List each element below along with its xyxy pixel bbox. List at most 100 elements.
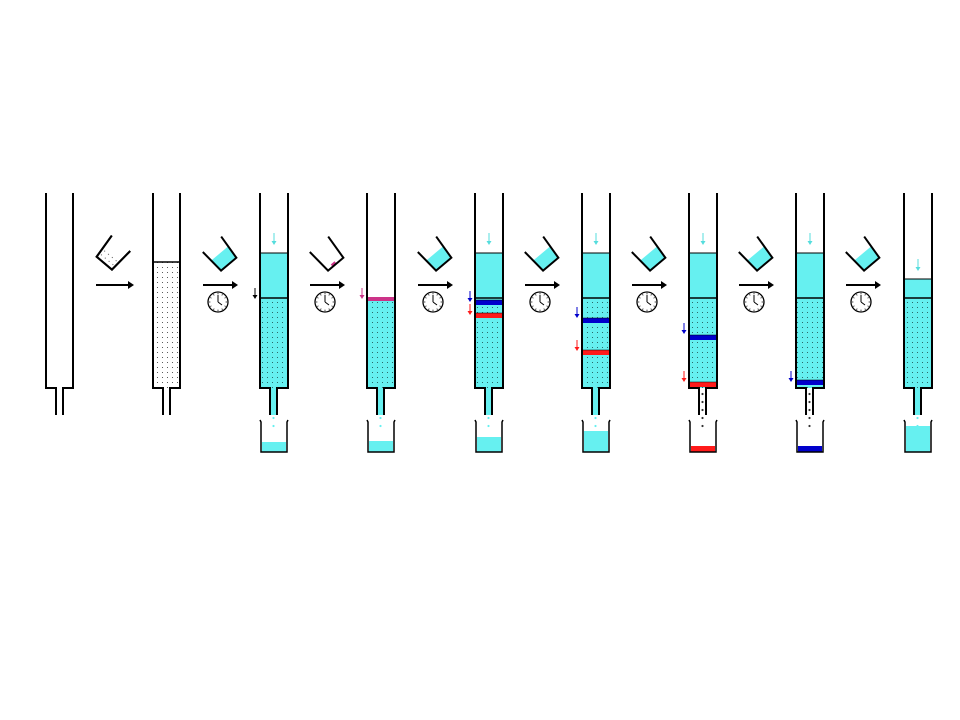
collection-beaker-icon [688, 419, 718, 453]
blue-band [475, 300, 503, 305]
drip-drop [594, 400, 597, 404]
band-movement-arrowhead [467, 311, 473, 315]
solvent-flow-arrowhead [271, 241, 277, 245]
beaker-pour-solvent-icon [845, 235, 881, 272]
pour-beaker-outline [738, 235, 774, 272]
solvent-flow-arrowhead [593, 241, 599, 245]
column-outline [688, 193, 718, 415]
beaker-outline [474, 419, 504, 453]
beaker-liquid [906, 426, 930, 452]
drip-drop [808, 392, 811, 396]
pour-liquid [639, 246, 666, 271]
beaker-pour-powder-icon [95, 234, 131, 271]
drip-drop [487, 400, 490, 404]
drip-drop [487, 424, 490, 428]
beaker-liquid [477, 437, 501, 452]
drip-drop [379, 408, 382, 412]
drip-drop [487, 408, 490, 412]
column-outline [795, 193, 825, 415]
drip-drop [379, 400, 382, 404]
band-movement-arrowhead [681, 378, 687, 382]
solvent-layer [689, 253, 717, 298]
solvent-layer [904, 279, 932, 298]
blue-band [582, 318, 610, 323]
pour-beaker-outline [202, 235, 238, 272]
drip-drop [594, 408, 597, 412]
drip-drop [916, 416, 919, 420]
band-movement-arrowhead [574, 314, 580, 318]
drip-drop [808, 424, 811, 428]
red-band [582, 350, 610, 355]
solvent-flow-arrowhead [700, 241, 706, 245]
flow-arrow-icon [525, 281, 560, 289]
transition-arrow-clock-4 [417, 235, 453, 313]
pour-liquid [210, 246, 237, 271]
pour-beaker-outline [631, 235, 667, 272]
drip-drop [272, 416, 275, 420]
bands-migrating-column [574, 193, 611, 453]
packing-bed [475, 298, 503, 388]
drip-drop [808, 408, 811, 412]
clock-icon [422, 291, 444, 313]
packing-bed [904, 298, 932, 388]
transition-arrow-1 [95, 234, 134, 289]
flow-arrow-icon [632, 281, 667, 289]
solvent-filled-column [252, 193, 289, 453]
collection-beaker-icon [366, 419, 396, 453]
packing-bed [367, 298, 395, 388]
pour-liquid [746, 246, 773, 271]
clock-icon [314, 291, 336, 313]
beaker-liquid [798, 446, 822, 452]
bands-separating-column [467, 193, 504, 453]
column-outline [903, 193, 933, 415]
column-outline [259, 193, 289, 415]
pour-sample [330, 261, 337, 267]
clock-icon [636, 291, 658, 313]
packing-bed [796, 298, 824, 388]
pour-liquid [532, 246, 559, 271]
transition-arrow-clock-5 [524, 235, 560, 313]
clock-icon [529, 291, 551, 313]
collection-beaker-icon [795, 419, 825, 453]
drip-drop [379, 424, 382, 428]
pour-liquid [425, 246, 452, 271]
clock-icon [207, 291, 229, 313]
transition-arrow-clock-7 [738, 235, 774, 313]
red-band [475, 313, 503, 318]
drip-drop [272, 400, 275, 404]
beaker-outline [795, 419, 825, 453]
solvent-layer [796, 253, 824, 298]
flow-arrow-icon [739, 281, 774, 289]
drip-drop [379, 416, 382, 420]
beaker-outline [581, 419, 611, 453]
drip-drop [594, 416, 597, 420]
pour-beaker-outline [845, 235, 881, 272]
blue-band [796, 380, 824, 385]
drip-drop [701, 392, 704, 396]
final-column [903, 193, 933, 453]
pour-beaker-outline [524, 235, 560, 272]
drip-drop [808, 400, 811, 404]
solvent-layer [582, 253, 610, 298]
packing-bed [689, 298, 717, 388]
solvent-layer [475, 253, 503, 298]
band-movement-arrowhead [359, 295, 365, 299]
beaker-liquid [584, 431, 608, 452]
clock-icon [850, 291, 872, 313]
solvent-layer [260, 253, 288, 298]
band-movement-arrowhead [252, 295, 258, 299]
drip-drop [701, 408, 704, 412]
dry-packed-column [152, 193, 181, 415]
column-outline [581, 193, 611, 415]
band-movement-arrowhead [788, 378, 794, 382]
drip-drop [701, 424, 704, 428]
band-movement-arrowhead [467, 298, 473, 302]
red-eluting-column [681, 193, 718, 453]
transition-arrow-clock-8 [845, 235, 881, 313]
collection-beaker-icon [474, 419, 504, 453]
transition-arrow-clock-6 [631, 235, 667, 313]
drip-drop [594, 392, 597, 396]
flow-arrow-icon [96, 281, 134, 289]
